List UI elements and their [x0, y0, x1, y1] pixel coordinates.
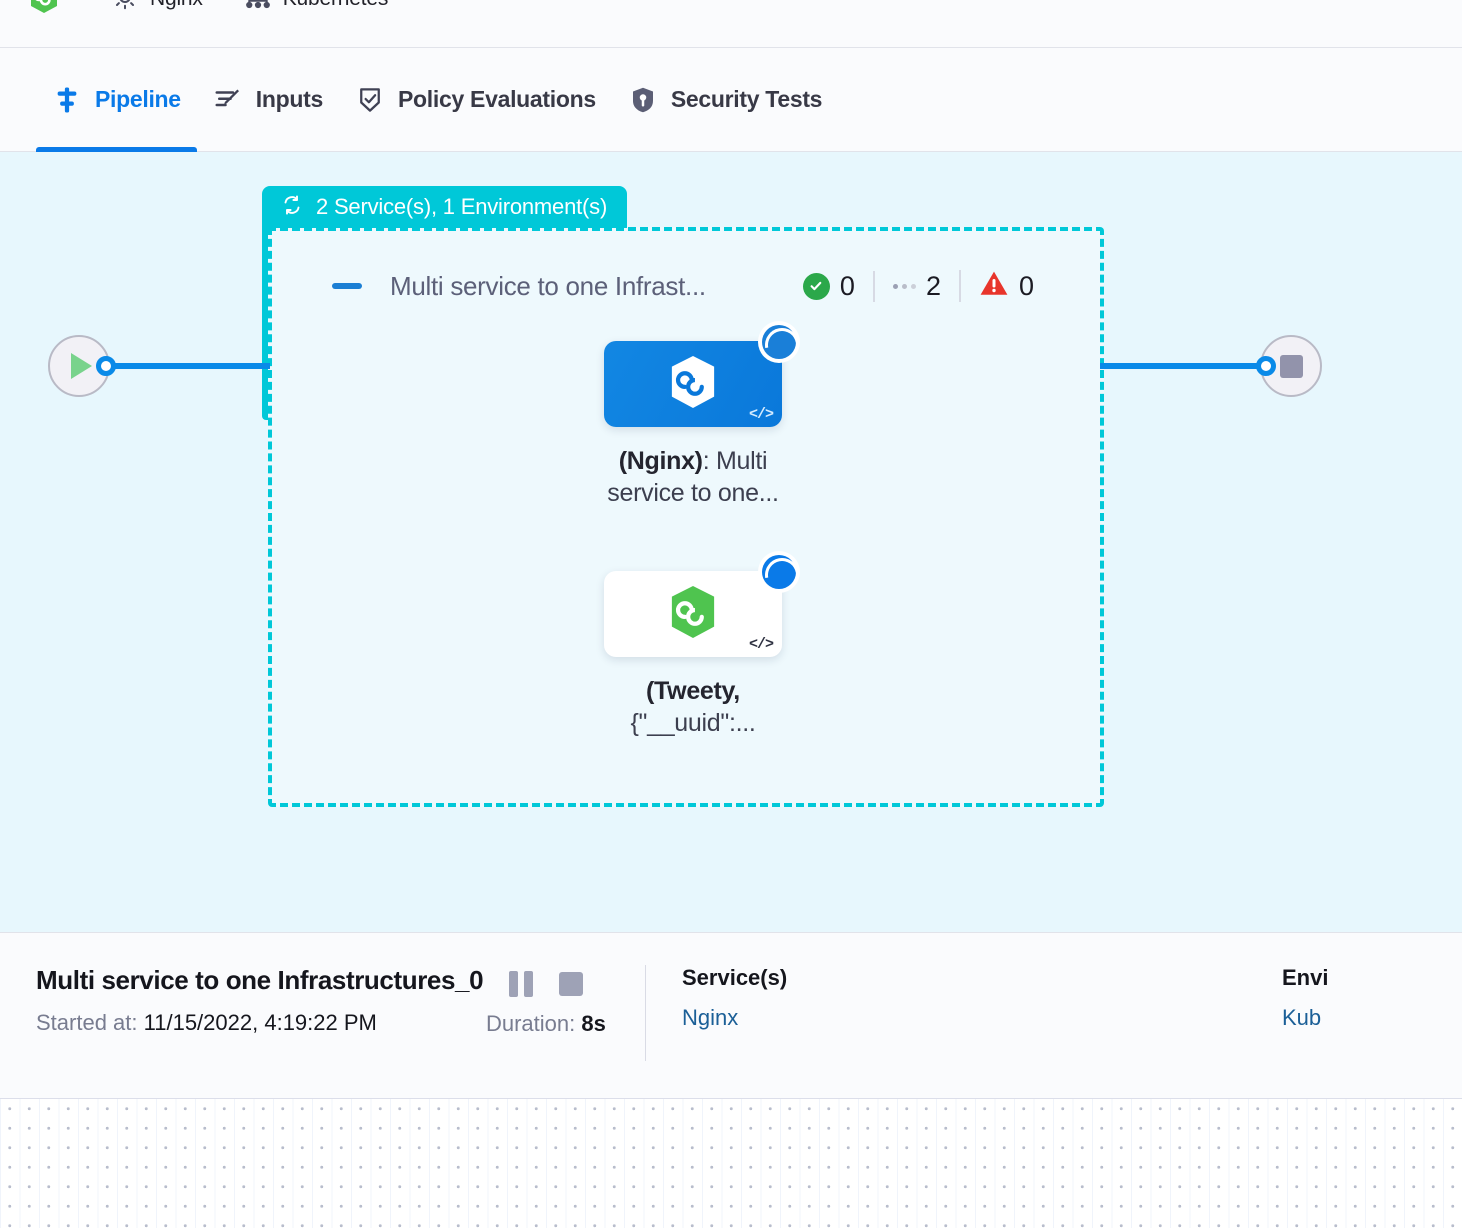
started-label: Started at:	[36, 1010, 138, 1035]
counter-success: 0	[785, 271, 873, 302]
breadcrumb-item-harness[interactable]	[28, 0, 70, 14]
edge-start-to-group	[110, 363, 270, 369]
stop-icon	[1279, 354, 1303, 378]
policy-shield-check-icon	[355, 85, 385, 115]
node-label-bold: (Nginx)	[618, 447, 703, 475]
node-label-rest: {"__uuid":...	[630, 709, 756, 737]
tab-security-tests[interactable]: Security Tests	[612, 48, 838, 152]
node-tweety[interactable]: </> (Tweety, {"__uuid":...	[604, 555, 798, 739]
stage-group-badge[interactable]: 2 Service(s), 1 Environment(s)	[262, 186, 628, 228]
stage-counters: 0 2	[785, 270, 1052, 302]
tab-label: Security Tests	[670, 86, 823, 112]
tab-pipeline[interactable]: Pipeline	[36, 48, 197, 152]
service-link-nginx[interactable]: Nginx	[682, 1005, 739, 1030]
services-column: Service(s) Nginx	[682, 965, 862, 1031]
counter-value: 2	[925, 270, 941, 301]
stage-group-badge-label: 2 Service(s), 1 Environment(s)	[316, 194, 608, 219]
services-title: Service(s)	[682, 965, 788, 990]
pipeline-canvas[interactable]: Multi service to one Infrast... 0	[0, 152, 1462, 932]
node-nginx[interactable]: </> (Nginx): Multi service to one...	[604, 325, 798, 509]
environment-link-kubernetes[interactable]: Kub	[1282, 1005, 1322, 1030]
harness-hexagon-icon	[667, 354, 719, 415]
success-check-icon	[802, 272, 830, 300]
skipped-dots-icon	[892, 283, 916, 289]
duration-label: Duration:	[485, 1011, 576, 1036]
harness-hexagon-icon	[667, 584, 719, 645]
execution-duration-block: Duration: 8s	[483, 965, 609, 1037]
pipeline-end-node[interactable]	[1260, 335, 1322, 397]
stage-header: Multi service to one Infrast... 0	[332, 266, 1082, 306]
tab-bar: Pipeline Inputs Policy Evaluations	[0, 48, 1462, 152]
duration-value: 8s	[581, 1011, 606, 1036]
edge-group-to-end	[1100, 363, 1265, 369]
play-icon	[71, 353, 92, 379]
divider	[644, 965, 646, 1061]
gear-icon	[110, 0, 140, 17]
tab-label: Inputs	[255, 86, 324, 112]
counter-value: 0	[1018, 270, 1034, 301]
code-badge-icon: </>	[748, 406, 774, 423]
breadcrumb-item-kubernetes[interactable]: Kubernetes	[243, 0, 388, 14]
counter-error: 0	[958, 270, 1052, 302]
execution-summary: Multi service to one Infrastructures_0 S…	[36, 965, 484, 1036]
breadcrumb-item-label: Kubernetes	[283, 0, 389, 11]
pause-icon[interactable]	[508, 971, 533, 997]
canvas-grid-footer	[0, 1099, 1462, 1228]
environments-column: Envi Kub	[1282, 965, 1462, 1031]
execution-duration: Duration: 8s	[483, 1011, 609, 1037]
counter-skipped: 2	[872, 270, 959, 302]
execution-started: Started at: 11/15/2022, 4:19:22 PM	[36, 1010, 483, 1036]
stage-group-box[interactable]: Multi service to one Infrast... 0	[268, 227, 1104, 807]
execution-detail-bar: Multi service to one Infrastructures_0 S…	[0, 932, 1462, 1099]
node-card[interactable]: </>	[604, 325, 796, 427]
collapse-dash-icon[interactable]	[332, 283, 362, 289]
node-label-rest: : Multi service to one...	[607, 447, 779, 507]
security-shield-icon	[628, 85, 658, 115]
code-badge-icon: </>	[748, 636, 774, 653]
start-node-port[interactable]	[96, 356, 116, 376]
inputs-magic-wand-icon	[213, 85, 243, 115]
breadcrumb-item-label: Nginx	[150, 0, 203, 11]
stop-icon[interactable]	[558, 972, 583, 996]
kubernetes-icon	[243, 0, 273, 17]
tab-label: Pipeline	[95, 86, 181, 112]
end-node-port[interactable]	[1256, 356, 1276, 376]
tab-label: Policy Evaluations	[398, 86, 596, 112]
loop-repeat-icon	[280, 193, 304, 222]
tab-inputs[interactable]: Inputs	[197, 48, 339, 152]
started-value: 11/15/2022, 4:19:22 PM	[143, 1010, 377, 1035]
execution-controls	[483, 971, 609, 997]
tab-policy-evaluations[interactable]: Policy Evaluations	[339, 48, 612, 152]
environments-title: Envi	[1282, 965, 1329, 990]
node-card[interactable]: </>	[604, 555, 796, 657]
spinner-icon	[762, 555, 796, 589]
execution-title: Multi service to one Infrastructures_0	[36, 965, 484, 995]
node-label: (Nginx): Multi service to one...	[588, 445, 798, 509]
spinner-icon	[762, 325, 796, 359]
counter-value: 0	[839, 270, 855, 301]
stage-title: Multi service to one Infrast...	[390, 270, 706, 301]
breadcrumb-item-nginx[interactable]: Nginx	[110, 0, 203, 14]
harness-hexagon-icon	[28, 0, 60, 19]
node-label-bold: (Tweety,	[646, 677, 740, 705]
node-label: (Tweety, {"__uuid":...	[588, 675, 798, 739]
breadcrumb: Nginx Kubernetes	[0, 0, 1462, 48]
pipeline-icon	[52, 85, 82, 115]
error-warning-icon	[979, 270, 1009, 302]
